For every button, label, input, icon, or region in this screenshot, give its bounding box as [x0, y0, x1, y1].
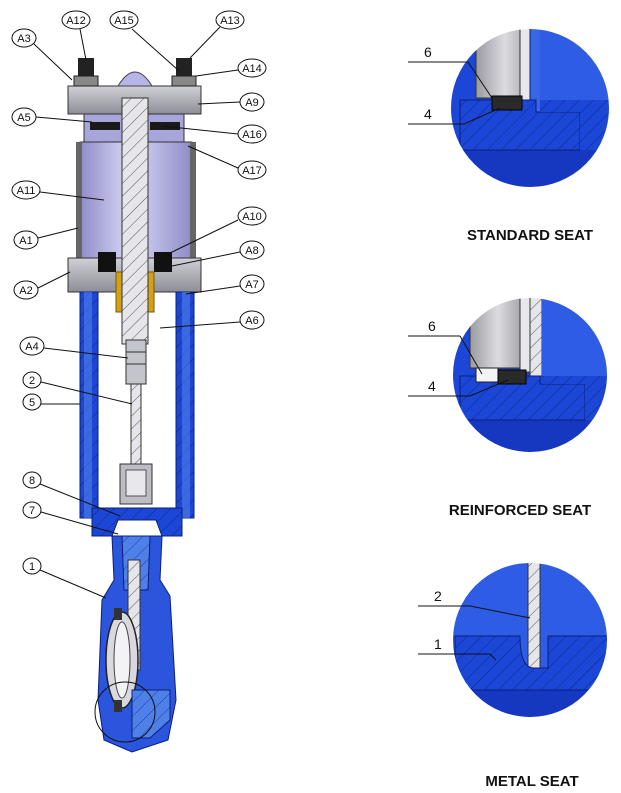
- callout-a12: A12: [61, 10, 91, 61]
- callout-7: 7: [22, 501, 119, 535]
- svg-text:1: 1: [29, 561, 35, 573]
- svg-text:A4: A4: [25, 341, 38, 353]
- callout-2: 2: [22, 371, 133, 405]
- callout-a6: A6: [159, 310, 265, 330]
- svg-text:8: 8: [29, 475, 35, 487]
- callout-1: 1: [22, 557, 107, 599]
- callout-5: 5: [22, 393, 80, 411]
- callout-a14: A14: [195, 58, 267, 78]
- svg-text:A11: A11: [17, 185, 36, 197]
- svg-text:A6: A6: [245, 315, 258, 327]
- svg-text:A10: A10: [242, 211, 262, 223]
- svg-text:A12: A12: [66, 15, 86, 27]
- callout-a1: A1: [13, 227, 79, 250]
- svg-text:A15: A15: [114, 15, 134, 27]
- callout-a11: A11: [11, 180, 105, 201]
- svg-text:A14: A14: [242, 63, 262, 75]
- svg-text:A1: A1: [19, 235, 32, 247]
- svg-text:A8: A8: [245, 245, 258, 257]
- svg-text:2: 2: [434, 588, 442, 604]
- detail-title-standard: STANDARD SEAT: [467, 227, 593, 244]
- callout-a7: A7: [185, 274, 265, 295]
- yoke-columns: [79, 291, 195, 519]
- svg-text:1: 1: [434, 636, 442, 652]
- valve-body: [91, 507, 183, 753]
- callout-a8: A8: [171, 240, 265, 267]
- callout-8: 8: [22, 471, 121, 517]
- svg-text:7: 7: [29, 505, 35, 517]
- detail-standard-seat: 6 4 STANDARD SEAT: [408, 27, 611, 244]
- stem-and-coupling: [119, 339, 153, 505]
- detail-reinforced-seat: 6 4 REINFORCED SEAT: [408, 296, 609, 519]
- svg-text:A5: A5: [17, 112, 30, 124]
- svg-text:5: 5: [29, 397, 35, 409]
- callout-a5: A5: [11, 107, 93, 127]
- svg-text:6: 6: [428, 318, 436, 334]
- callout-a3: A3: [11, 28, 73, 81]
- callout-a10: A10: [167, 206, 267, 255]
- svg-text:2: 2: [29, 375, 35, 387]
- detail-title-reinforced: REINFORCED SEAT: [449, 502, 591, 519]
- callout-a16: A16: [161, 124, 267, 144]
- callout-a9: A9: [197, 92, 265, 112]
- svg-text:A16: A16: [242, 129, 262, 141]
- svg-text:A13: A13: [220, 15, 240, 27]
- svg-text:A17: A17: [242, 165, 262, 177]
- detail-title-metal: METAL SEAT: [485, 773, 578, 790]
- callout-a4: A4: [19, 336, 129, 359]
- detail-metal-seat: 2 1 METAL SEAT: [418, 561, 609, 790]
- callout-a17: A17: [187, 145, 267, 180]
- svg-text:4: 4: [424, 106, 432, 122]
- svg-text:4: 4: [428, 378, 436, 394]
- svg-text:A7: A7: [245, 279, 258, 291]
- svg-text:6: 6: [424, 44, 432, 60]
- svg-text:A3: A3: [17, 33, 30, 45]
- callout-a13: A13: [189, 10, 245, 59]
- svg-text:A2: A2: [19, 285, 32, 297]
- svg-text:A9: A9: [245, 97, 258, 109]
- callout-a2: A2: [13, 271, 71, 300]
- callout-a15: A15: [109, 10, 179, 71]
